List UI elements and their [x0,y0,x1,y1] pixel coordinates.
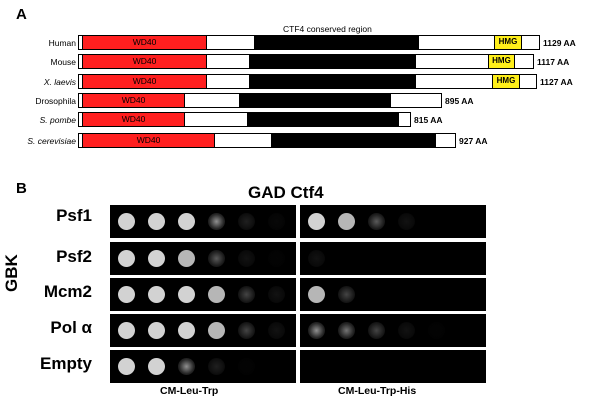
plate-left-1 [110,242,296,275]
colony-spot [308,322,325,339]
colony-spot [208,358,225,375]
conserved-region [254,35,419,50]
species-label-drosophila: Drosophila [35,96,76,106]
colony-spot [208,286,225,303]
species-label-human: Human [48,38,76,48]
protein-bar-scerevisiae: WD40 [78,133,456,148]
row-label-pol-alpha: Pol α [50,318,92,337]
colony-spot [178,213,195,230]
colony-spot [238,322,255,339]
wd40-domain: WD40 [82,54,207,69]
species-label-scerevisiae: S. cerevisiae [27,136,76,146]
hmg-box: HMG [488,54,515,69]
length-mouse: 1117 AA [537,57,570,67]
colony-spot [148,322,165,339]
colony-spot [268,322,285,339]
length-xlaevis: 1127 AA [540,77,573,87]
row-label-empty: Empty [40,354,92,373]
colony-spot [148,358,165,375]
protein-bar-xlaevis: WD40 HMG [78,74,537,89]
length-drosophila: 895 AA [445,96,474,106]
colony-spot [208,322,225,339]
plate-right-1 [300,242,486,275]
colony-spot [178,358,195,375]
wd40-domain: WD40 [82,74,207,89]
length-scerevisiae: 927 AA [459,136,488,146]
plate-left-4 [110,350,296,383]
colony-spot [208,250,225,267]
colony-spot [398,213,415,230]
row-label-psf1: Psf1 [56,206,92,225]
colony-spot [178,322,195,339]
colony-spot [338,286,355,303]
panel-b-letter: B [16,180,27,197]
colony-spot [118,286,135,303]
colony-spot [118,322,135,339]
colony-spot [148,250,165,267]
colony-spot [238,358,255,375]
row-label-mcm2: Mcm2 [43,282,92,301]
medium-label-left: CM-Leu-Trp [160,385,219,397]
colony-spot [308,250,325,267]
conserved-region [271,133,436,148]
conserved-region-label: CTF4 conserved region [283,24,372,34]
colony-spot [118,213,135,230]
hmg-box: HMG [494,35,522,50]
conserved-region [247,112,399,127]
medium-label-right: CM-Leu-Trp-His [338,385,417,397]
colony-spot [268,250,285,267]
colony-spot [118,358,135,375]
colony-spot [428,322,445,339]
colony-spot [178,286,195,303]
colony-spot [308,213,325,230]
colony-spot [238,213,255,230]
colony-spot [118,250,135,267]
colony-spot [368,322,385,339]
length-human: 1129 AA [543,38,576,48]
wd40-domain: WD40 [82,112,185,127]
panel-a-letter: A [16,6,27,23]
panel-b-title: GAD Ctf4 [248,183,324,202]
colony-spot [238,250,255,267]
species-label-xlaevis: X. laevis [43,77,76,87]
colony-spot [208,213,225,230]
protein-bar-mouse: WD40 HMG [78,54,534,69]
colony-spot [148,213,165,230]
wd40-domain: WD40 [82,93,185,108]
protein-bar-human: WD40 HMG [78,35,540,50]
colony-spot [178,250,195,267]
colony-spot [268,213,285,230]
plate-left-0 [110,205,296,238]
conserved-region [249,54,416,69]
colony-spot [398,322,415,339]
colony-spot [308,286,325,303]
plate-right-3 [300,314,486,347]
hmg-box: HMG [492,74,520,89]
colony-spot [368,213,385,230]
species-label-spombe: S. pombe [39,115,76,125]
plate-left-2 [110,278,296,311]
colony-spot [268,286,285,303]
wd40-domain: WD40 [82,133,215,148]
plate-right-0 [300,205,486,238]
conserved-region [239,93,391,108]
protein-bar-drosophila: WD40 [78,93,442,108]
plate-left-3 [110,314,296,347]
protein-bar-spombe: WD40 [78,112,411,127]
plate-right-4 [300,350,486,383]
colony-spot [338,322,355,339]
conserved-region [249,74,416,89]
wd40-domain: WD40 [82,35,207,50]
colony-spot [238,286,255,303]
species-label-mouse: Mouse [50,57,76,67]
row-label-psf2: Psf2 [56,247,92,266]
colony-spot [148,286,165,303]
plate-right-2 [300,278,486,311]
colony-spot [338,213,355,230]
length-spombe: 815 AA [414,115,443,125]
